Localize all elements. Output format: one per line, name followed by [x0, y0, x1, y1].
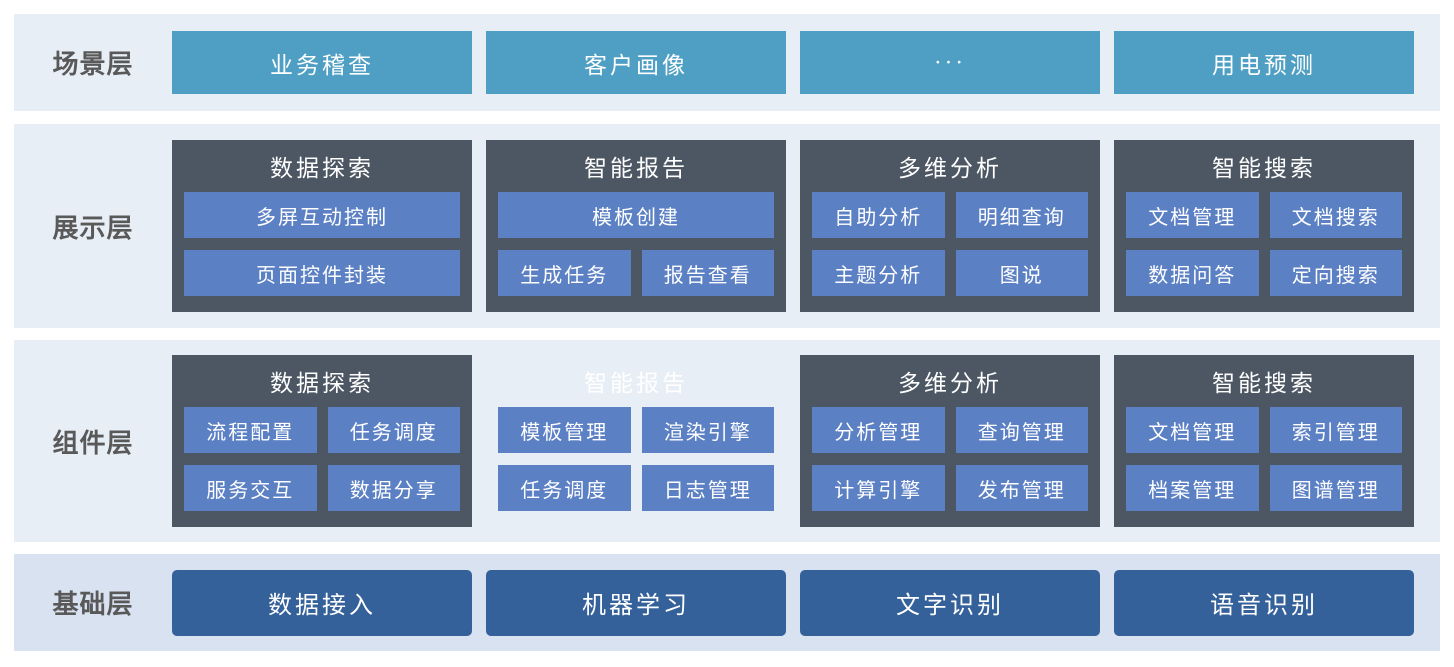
component-item-service-interact: 服务交互 — [184, 465, 317, 511]
display-item-self-analysis: 自助分析 — [812, 192, 945, 238]
display-item-doc-manage: 文档管理 — [1126, 192, 1259, 238]
layer-band-scenario: 场景层 业务稽查 客户画像 ··· 用电预测 — [14, 14, 1440, 111]
base-node-speech-recognition: 语音识别 — [1114, 569, 1414, 636]
display-item-multiscreen-control: 多屏互动控制 — [184, 192, 460, 238]
group-row: 文档管理 索引管理 — [1126, 407, 1402, 453]
group-rows: 多屏互动控制 页面控件封装 — [184, 192, 460, 296]
component-item-data-share: 数据分享 — [327, 465, 460, 511]
display-item-detail-query: 明细查询 — [955, 192, 1088, 238]
component-group-smart-search: 智能搜索 文档管理 索引管理 档案管理 图谱管理 — [1114, 355, 1414, 527]
scenario-columns: 业务稽查 客户画像 ··· 用电预测 — [172, 14, 1414, 111]
group-rows: 模板管理 渲染引擎 任务调度 日志管理 — [498, 407, 774, 511]
component-item-task-schedule: 任务调度 — [327, 407, 460, 453]
component-group-multidim-analysis: 多维分析 分析管理 查询管理 计算引擎 发布管理 — [800, 355, 1100, 527]
group-rows: 自助分析 明细查询 主题分析 图说 — [812, 192, 1088, 296]
group-rows: 分析管理 查询管理 计算引擎 发布管理 — [812, 407, 1088, 511]
group-row: 多屏互动控制 — [184, 192, 460, 238]
group-title: 多维分析 — [898, 156, 1002, 181]
layer-label-base: 基础层 — [52, 589, 134, 619]
group-row: 文档管理 文档搜索 — [1126, 192, 1402, 238]
display-item-directed-search: 定向搜索 — [1269, 250, 1402, 296]
layer-band-component: 组件层 数据探索 流程配置 任务调度 服务交互 数据分享 智能报告 — [14, 340, 1440, 542]
display-item-generate-task: 生成任务 — [498, 250, 631, 296]
component-item-template-manage: 模板管理 — [498, 407, 631, 453]
display-item-chart-story: 图说 — [955, 250, 1088, 296]
group-title: 多维分析 — [898, 371, 1002, 396]
display-columns: 数据探索 多屏互动控制 页面控件封装 智能报告 模板创建 — [172, 124, 1414, 328]
group-rows: 模板创建 生成任务 报告查看 — [498, 192, 774, 296]
group-row: 自助分析 明细查询 — [812, 192, 1088, 238]
display-group-smart-search: 智能搜索 文档管理 文档搜索 数据问答 定向搜索 — [1114, 140, 1414, 312]
group-title: 智能报告 — [584, 371, 688, 396]
group-rows: 文档管理 索引管理 档案管理 图谱管理 — [1126, 407, 1402, 511]
group-title: 智能报告 — [584, 156, 688, 181]
group-row: 页面控件封装 — [184, 250, 460, 296]
component-item-query-manage: 查询管理 — [955, 407, 1088, 453]
component-item-log-manage: 日志管理 — [641, 465, 774, 511]
group-rows: 文档管理 文档搜索 数据问答 定向搜索 — [1126, 192, 1402, 296]
group-row: 数据问答 定向搜索 — [1126, 250, 1402, 296]
group-row: 生成任务 报告查看 — [498, 250, 774, 296]
component-group-data-explore: 数据探索 流程配置 任务调度 服务交互 数据分享 — [172, 355, 472, 527]
base-node-data-access: 数据接入 — [172, 569, 472, 636]
layer-label-component: 组件层 — [52, 427, 134, 458]
layer-band-display: 展示层 数据探索 多屏互动控制 页面控件封装 智能报告 模板创建 — [14, 124, 1440, 328]
component-item-graph-manage: 图谱管理 — [1269, 465, 1402, 511]
layer-label-scenario: 场景层 — [52, 49, 134, 79]
component-item-analysis-manage: 分析管理 — [812, 407, 945, 453]
component-columns: 数据探索 流程配置 任务调度 服务交互 数据分享 智能报告 模板管理 — [172, 340, 1414, 542]
display-group-multidim-analysis: 多维分析 自助分析 明细查询 主题分析 图说 — [800, 140, 1100, 312]
display-item-doc-search: 文档搜索 — [1269, 192, 1402, 238]
group-row: 计算引擎 发布管理 — [812, 465, 1088, 511]
scenario-node-business-audit: 业务稽查 — [172, 31, 472, 94]
group-title: 智能搜索 — [1212, 156, 1316, 181]
display-group-data-explore: 数据探索 多屏互动控制 页面控件封装 — [172, 140, 472, 312]
group-title: 数据探索 — [270, 371, 374, 396]
layer-band-base: 基础层 数据接入 机器学习 文字识别 语音识别 — [14, 554, 1440, 651]
component-item-index-manage: 索引管理 — [1269, 407, 1402, 453]
component-group-smart-report: 智能报告 模板管理 渲染引擎 任务调度 日志管理 — [486, 355, 786, 527]
group-row: 档案管理 图谱管理 — [1126, 465, 1402, 511]
scenario-node-customer-profile: 客户画像 — [486, 31, 786, 94]
group-row: 模板创建 — [498, 192, 774, 238]
component-item-doc-manage: 文档管理 — [1126, 407, 1259, 453]
group-title: 数据探索 — [270, 156, 374, 181]
group-row: 流程配置 任务调度 — [184, 407, 460, 453]
group-row: 服务交互 数据分享 — [184, 465, 460, 511]
component-item-compute-engine: 计算引擎 — [812, 465, 945, 511]
display-item-topic-analysis: 主题分析 — [812, 250, 945, 296]
component-item-archive-manage: 档案管理 — [1126, 465, 1259, 511]
group-row: 分析管理 查询管理 — [812, 407, 1088, 453]
component-item-publish-manage: 发布管理 — [955, 465, 1088, 511]
base-node-ocr: 文字识别 — [800, 569, 1100, 636]
scenario-node-power-forecast: 用电预测 — [1114, 31, 1414, 94]
group-rows: 流程配置 任务调度 服务交互 数据分享 — [184, 407, 460, 511]
group-row: 主题分析 图说 — [812, 250, 1088, 296]
base-columns: 数据接入 机器学习 文字识别 语音识别 — [172, 554, 1414, 651]
group-row: 模板管理 渲染引擎 — [498, 407, 774, 453]
component-item-task-schedule-2: 任务调度 — [498, 465, 631, 511]
layer-label-display: 展示层 — [52, 212, 134, 243]
display-item-template-create: 模板创建 — [498, 192, 774, 238]
component-item-render-engine: 渲染引擎 — [641, 407, 774, 453]
group-row: 任务调度 日志管理 — [498, 465, 774, 511]
display-item-widget-packaging: 页面控件封装 — [184, 250, 460, 296]
scenario-node-more: ··· — [800, 31, 1100, 94]
group-title: 智能搜索 — [1212, 371, 1316, 396]
base-node-machine-learning: 机器学习 — [486, 569, 786, 636]
display-group-smart-report: 智能报告 模板创建 生成任务 报告查看 — [486, 140, 786, 312]
display-item-data-qa: 数据问答 — [1126, 250, 1259, 296]
component-item-flow-config: 流程配置 — [184, 407, 317, 453]
display-item-report-view: 报告查看 — [641, 250, 774, 296]
